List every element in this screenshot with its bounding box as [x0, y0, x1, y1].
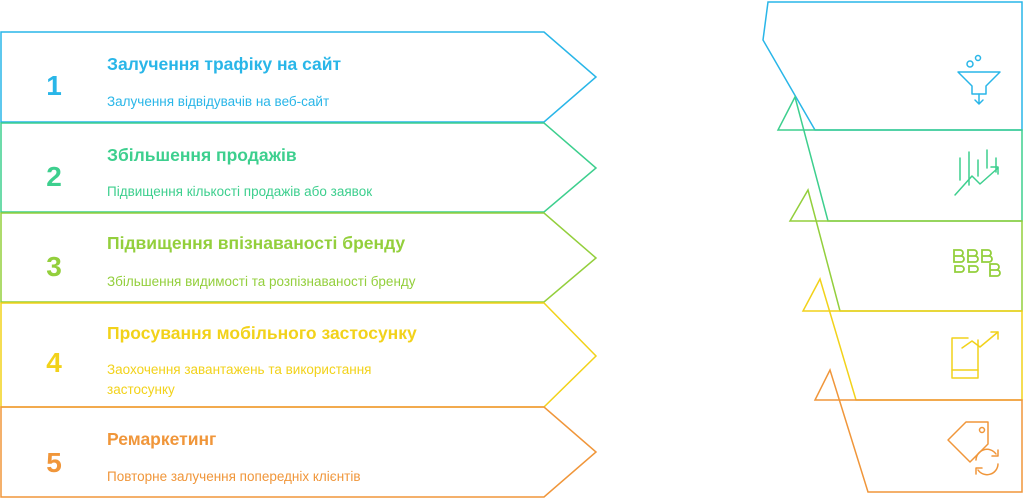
step-2: 2 Збільшення продажів Підвищення кількос…: [0, 123, 600, 212]
step-3-arrow: [0, 212, 598, 303]
brand-icon: [953, 249, 1001, 277]
step-number: 1: [46, 70, 62, 101]
mobile-growth-icon: [951, 331, 999, 379]
step-number: 4: [46, 347, 62, 378]
step-description: Збільшення видимості та розпізнаваності …: [107, 274, 416, 289]
step-description: Заохочення завантажень та використання з…: [107, 362, 372, 397]
refresh-tag-icon: [947, 421, 999, 476]
funnel-icon: [957, 54, 1001, 105]
step-1: 1 Залучення трафіку на сайт Залучення ві…: [0, 32, 600, 122]
step-description: Повторне залучення попередніх клієнтів: [107, 469, 361, 484]
step-4: 4 Просування мобільного застосунку Заохо…: [0, 303, 600, 407]
step-4-arrow: [0, 302, 598, 408]
step-2-arrow: [0, 122, 598, 213]
step-title: Ремаркетинг: [107, 429, 217, 449]
step-description: Залучення відвідувачів на веб-сайт: [107, 94, 330, 109]
step-number: 3: [46, 251, 62, 282]
growth-chart-icon: [954, 149, 999, 196]
step-2-funnel-band: [776, 94, 1023, 222]
step-1-arrow: [0, 31, 598, 123]
step-1-funnel-band: [762, 1, 1023, 131]
step-description: Підвищення кількості продажів або заявок: [107, 184, 373, 199]
step-number: 2: [46, 161, 62, 192]
step-title: Залучення трафіку на сайт: [107, 54, 342, 74]
step-5-funnel-band: [813, 367, 1023, 493]
step-5: 5 Ремаркетинг Повторне залучення поперед…: [0, 407, 600, 497]
step-title: Просування мобільного застосунку: [107, 323, 417, 343]
step-3: 3 Підвищення впізнаваності бренду Збільш…: [0, 213, 600, 302]
step-title: Збільшення продажів: [107, 145, 297, 165]
step-number: 5: [46, 447, 62, 478]
step-5-arrow: [0, 406, 598, 498]
step-title: Підвищення впізнаваності бренду: [107, 233, 406, 253]
